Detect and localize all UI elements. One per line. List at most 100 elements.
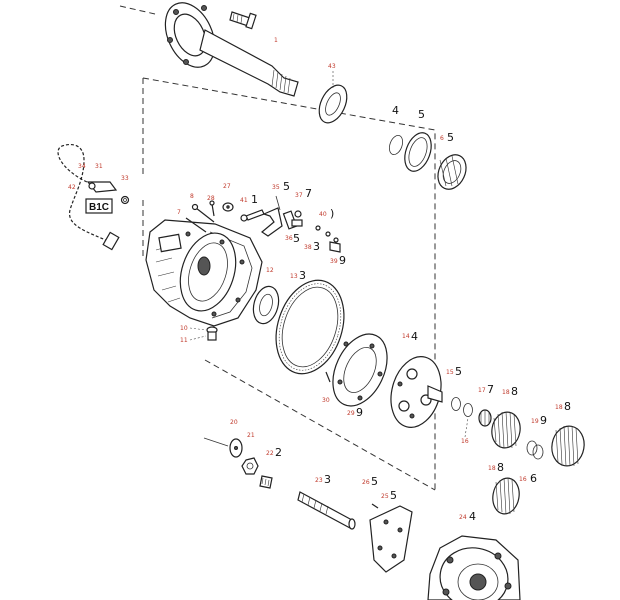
bolt-22 (259, 475, 273, 489)
callout-8: 8 (190, 193, 194, 200)
callout-24-small: 24 (459, 514, 467, 521)
callout-16: 16 (461, 438, 469, 445)
callout-35-small: 35 (272, 184, 280, 191)
callout-27: 27 (223, 183, 231, 190)
callout-19-big: 9 (540, 414, 547, 427)
pin-28 (209, 200, 215, 217)
callout-36-small: 36 (285, 235, 293, 242)
seal-12 (252, 285, 280, 325)
washer-27 (222, 202, 234, 212)
nut-21 (241, 457, 259, 475)
callout-11: 11 (180, 337, 188, 344)
callout-21: 21 (247, 432, 255, 439)
callout-4: 4 (392, 104, 399, 117)
callout-25-big: 5 (390, 489, 397, 502)
snap-rings-19 (526, 440, 544, 460)
callout-37-big: 7 (305, 187, 312, 200)
callout-40-big: ) (330, 207, 334, 220)
callout-5: 5 (418, 108, 425, 121)
sensor-small-parts (88, 182, 130, 205)
ring-gear-13 (275, 279, 345, 375)
callout-16b-big: 6 (530, 472, 537, 485)
callout-20: 20 (230, 419, 238, 426)
bearing-6 (437, 154, 467, 190)
callout-6-big: 5 (447, 131, 454, 144)
bracket-35 (260, 195, 283, 237)
callout-31: 31 (95, 163, 103, 170)
callout-26-small: 26 (362, 479, 370, 486)
callout-17-small: 17 (478, 387, 486, 394)
callout-18a-big: 8 (511, 385, 518, 398)
callout-15-big: 5 (455, 365, 462, 378)
callout-17-big: 7 (487, 383, 494, 396)
switch-parts-36-40 (282, 210, 341, 253)
callout-14-big: 4 (411, 330, 418, 343)
callout-41-big: 1 (251, 193, 258, 206)
sensor-cable (57, 143, 120, 251)
callout-29-small: 29 (347, 410, 355, 417)
b1c-label: B1C (89, 202, 109, 213)
callout-38-big: 3 (313, 240, 320, 253)
callout-14-small: 14 (402, 333, 410, 340)
cover-plate-25 (369, 505, 413, 573)
callout-10: 10 (180, 325, 188, 332)
callout-39-big: 9 (339, 254, 346, 267)
callout-41-small: 41 (240, 197, 248, 204)
callout-18c-small: 18 (488, 465, 496, 472)
callout-25-small: 25 (381, 493, 389, 500)
callout-34: 34 (78, 163, 86, 170)
seal-43 (318, 84, 348, 124)
flange-bolt (229, 11, 257, 30)
callout-18b-big: 8 (564, 400, 571, 413)
callout-1: 1 (274, 37, 278, 44)
callout-7: 7 (177, 209, 181, 216)
callout-labels: 1 43 4 5 6 5 34 31 42 33 8 28 27 41 1 35… (68, 37, 571, 523)
callout-28: 28 (207, 195, 215, 202)
callout-24-big: 4 (469, 510, 476, 523)
callout-16b-small: 16 (519, 476, 527, 483)
callout-42: 42 (68, 184, 76, 191)
assembly-outline (119, 5, 436, 491)
planet-carrier-14 (390, 356, 443, 428)
callout-13-small: 13 (290, 273, 298, 280)
callout-6-small: 6 (440, 135, 444, 142)
axle-shaft-with-flange (164, 2, 299, 97)
input-shaft-23 (297, 491, 356, 530)
bolt-7 (185, 217, 207, 233)
wheel-hub-24 (427, 535, 521, 600)
b1c-connector-tag: B1C (85, 198, 113, 214)
needle-bearing-17 (478, 409, 492, 427)
callout-30: 30 (322, 397, 330, 404)
callout-43: 43 (328, 63, 336, 70)
callout-19-small: 19 (531, 418, 539, 425)
callout-18b-small: 18 (555, 404, 563, 411)
hub-plate-29 (332, 333, 388, 407)
callout-23-small: 23 (315, 477, 323, 484)
callout-13-big: 3 (299, 269, 306, 282)
plug-10-11 (206, 326, 218, 341)
callout-22-small: 22 (266, 450, 274, 457)
bolt-8 (191, 203, 215, 223)
callout-38-small: 38 (304, 244, 312, 251)
callout-33: 33 (121, 175, 129, 182)
callout-18c-big: 8 (497, 461, 504, 474)
callout-29-big: 9 (356, 406, 363, 419)
callout-36-big: 5 (293, 232, 300, 245)
callout-12: 12 (266, 267, 274, 274)
planet-gear-18-lower (492, 477, 520, 515)
planet-gear-18-upper (491, 411, 521, 449)
pin-30 (325, 371, 331, 383)
screw-41 (240, 209, 265, 222)
o-ring-4 (389, 134, 403, 156)
callout-35-big: 5 (283, 180, 290, 193)
callout-40-small: 40 (319, 211, 327, 218)
planet-gear-18-right (551, 425, 585, 467)
housing (145, 219, 263, 327)
callout-39-small: 39 (330, 258, 338, 265)
callout-15-small: 15 (446, 369, 454, 376)
callout-22-big: 2 (275, 446, 282, 459)
snap-ring-15 (451, 397, 461, 411)
callout-26-big: 5 (371, 475, 378, 488)
